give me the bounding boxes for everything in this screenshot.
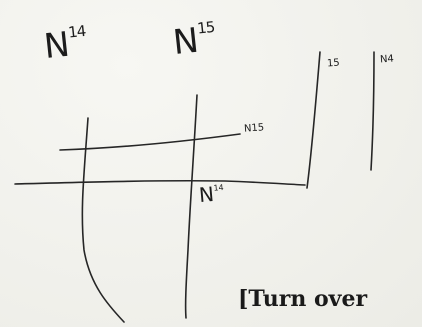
label-n14-large: N14 [42, 21, 87, 68]
label-n15-line: N15 [243, 122, 265, 135]
line-left-vertical [81, 117, 125, 323]
line-upper-horizontal [59, 133, 241, 151]
turn-over-note: [Turn over [238, 286, 368, 312]
line-middle-vertical [184, 94, 198, 319]
line-right-vertical-b [370, 51, 375, 171]
line-right-vertical-a [306, 51, 321, 189]
label-n15-large: N15 [171, 17, 216, 64]
label-n14-line: N14 [198, 181, 225, 208]
label-right-15: 15 [326, 57, 341, 70]
line-lower-horizontal [14, 179, 306, 186]
label-right-n4: N4 [379, 53, 395, 66]
